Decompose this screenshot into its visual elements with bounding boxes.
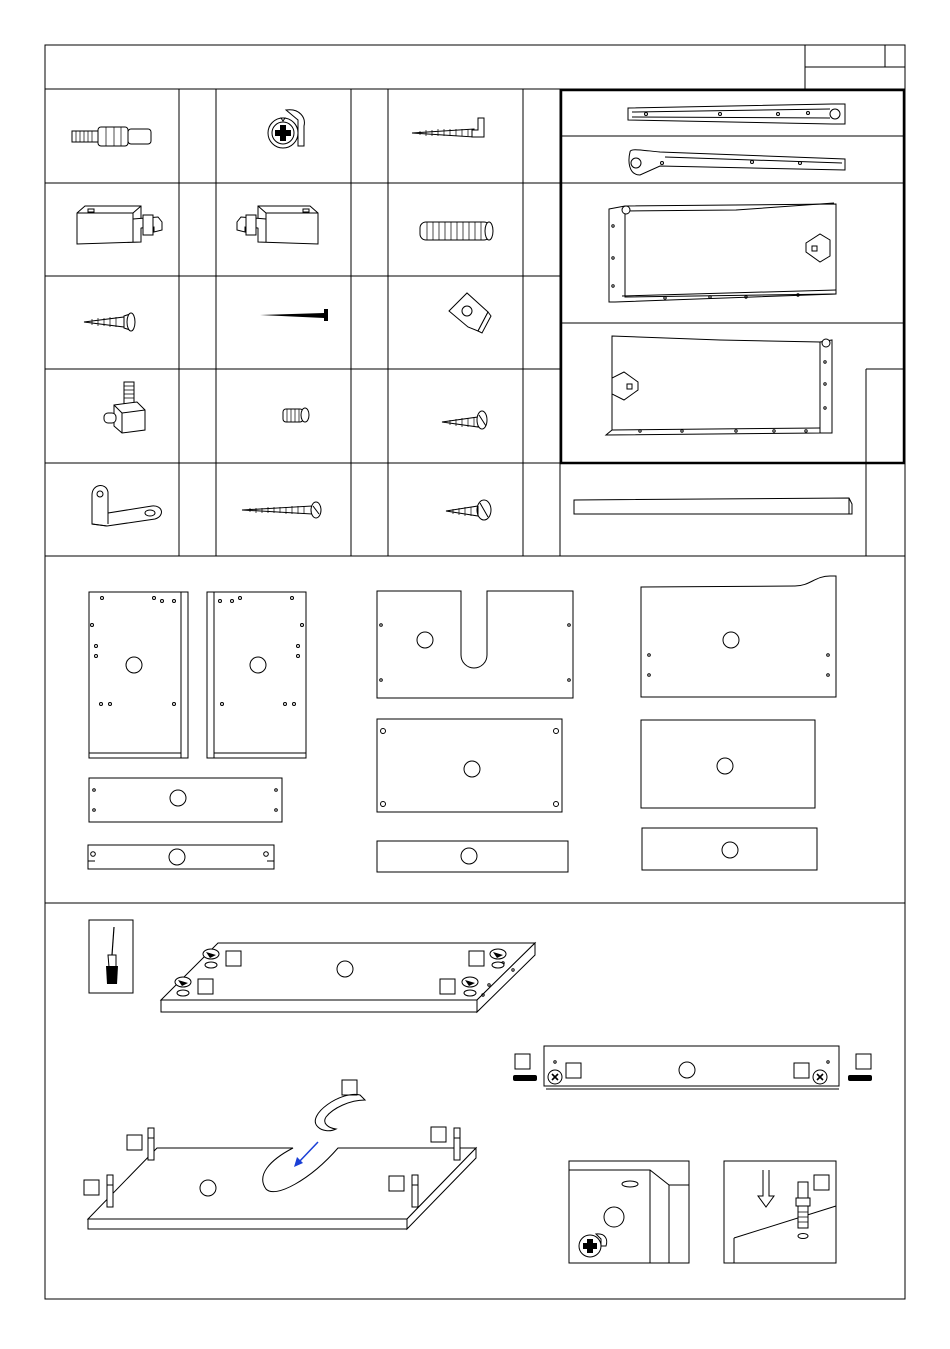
cam-lock-icon <box>579 1234 607 1257</box>
drawer-runner-cabinet-icon <box>628 104 845 124</box>
cam-bolt-icon <box>72 127 151 146</box>
cam-lock-icon <box>548 1070 562 1084</box>
short-screw-icon <box>283 408 309 422</box>
drawer-side-left-icon <box>609 203 836 302</box>
shelf-support-icon <box>104 382 145 433</box>
rail-long <box>89 778 282 822</box>
l-bracket-icon <box>92 486 161 526</box>
edge-band-strip <box>315 1094 365 1130</box>
drawer-connector-right-icon <box>237 206 318 244</box>
chipboard-screw-icon <box>446 500 491 520</box>
cam-bolt-icon <box>454 1128 460 1160</box>
top-panel-u-cutout <box>377 591 573 698</box>
drawer-back-panel <box>377 841 568 872</box>
step-4-detail-a <box>569 1161 689 1263</box>
drawer-runner-drawer-icon <box>629 150 845 175</box>
cam-bolt-icon <box>848 1075 872 1081</box>
cam-bolt-icon <box>148 1128 154 1160</box>
cam-bolt-icon <box>107 1175 113 1207</box>
rail-bar-icon <box>574 498 852 514</box>
corner-block-icon <box>449 293 491 333</box>
header-title-block <box>805 45 905 89</box>
l-hook-screw-icon <box>412 118 484 137</box>
wooden-dowel-icon <box>420 222 493 240</box>
screwdriver-icon <box>89 920 133 993</box>
pan-head-screw-icon <box>442 411 487 429</box>
cam-bolt-icon <box>513 1075 537 1081</box>
step-2-u-panel-edge-band <box>84 1080 476 1229</box>
drawer-bottom-panel <box>642 828 817 870</box>
wood-screw-icon <box>84 313 135 331</box>
arrow-icon <box>294 1142 318 1167</box>
side-panel-left <box>89 592 188 758</box>
rail-short <box>88 845 274 869</box>
drawer-connector-left-icon <box>77 206 162 244</box>
back-panel-curved <box>641 576 836 697</box>
step-1-panel-cam-locks <box>161 943 535 1012</box>
drawer-front-panel <box>641 720 815 808</box>
nail-icon <box>260 309 328 321</box>
side-panel-right <box>207 592 306 758</box>
bottom-panel <box>377 719 562 812</box>
cam-lock-icon <box>813 1070 827 1084</box>
cam-bolt-icon <box>412 1175 418 1207</box>
cam-bolt-icon <box>796 1182 810 1228</box>
arrow-down-icon <box>758 1170 774 1207</box>
long-screw-icon <box>242 502 321 518</box>
step-3-rail-cam-bolts <box>513 1046 872 1089</box>
cam-lock-icon <box>268 110 304 148</box>
step-4-detail-b <box>724 1161 836 1263</box>
drawer-side-right-icon <box>606 336 832 435</box>
